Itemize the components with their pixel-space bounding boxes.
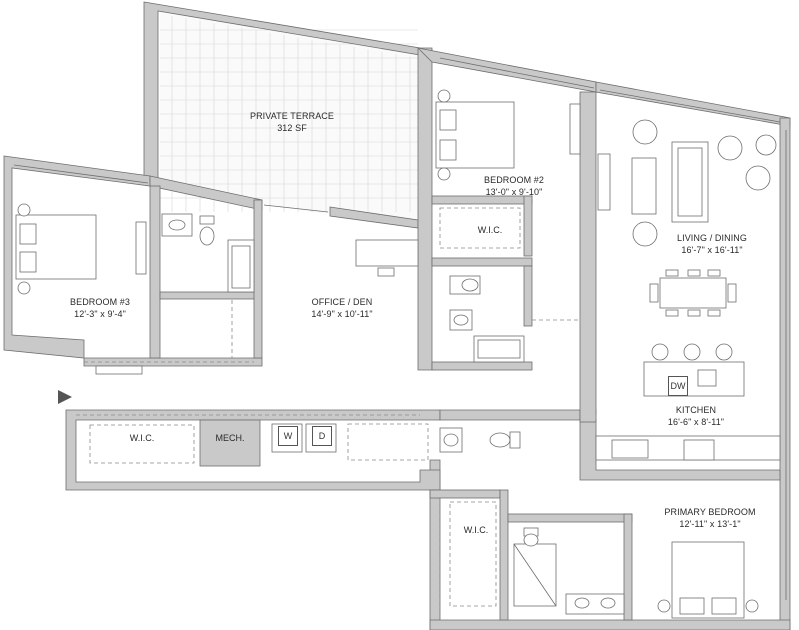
dishwasher: DW [668, 376, 688, 396]
office-dims: 14'-9" x 10'-11" [311, 309, 373, 319]
terrace-size: 312 SF [277, 123, 307, 133]
primary-bath-fixtures [513, 527, 625, 615]
bedroom-3-name: BEDROOM #3 [69, 297, 131, 307]
primary-bed [657, 541, 759, 619]
bedroom-2-furniture [435, 89, 581, 181]
living-furniture [597, 119, 777, 317]
tag-mech: MECH. [215, 433, 245, 443]
tag-wic-primary: W.I.C. [463, 525, 489, 535]
door-openings [76, 207, 597, 610]
tag-wic-bedroom-3: W.I.C. [129, 433, 155, 443]
office-furniture [355, 239, 419, 277]
bedroom-3-dims: 12'-3" x 9'-4" [74, 309, 126, 319]
primary-name: PRIMARY BEDROOM [664, 507, 756, 517]
room-label-living: LIVING / DINING 16'-7" x 16'-11" [677, 232, 747, 256]
bath-3-fixtures [161, 213, 255, 293]
kitchen-fixtures [595, 343, 781, 461]
entry-arrow [58, 390, 72, 404]
kitchen-dims: 16'-6" x 8'-11" [667, 417, 725, 427]
interior-walls [149, 91, 633, 621]
washer: W [278, 426, 298, 446]
primary-dims: 12'-11" x 13'-1" [679, 519, 741, 529]
laundry-and-bath [95, 365, 521, 453]
room-label-bedroom-2: BEDROOM #2 13'-0" x 9'-10" [484, 174, 544, 198]
room-label-bedroom-3: BEDROOM #3 12'-3" x 9'-4" [70, 296, 130, 320]
bedroom-2-name: BEDROOM #2 [483, 175, 545, 185]
room-label-office: OFFICE / DEN 14'-9" x 10'-11" [311, 296, 372, 320]
terrace-paving [160, 12, 418, 222]
living-name: LIVING / DINING [676, 233, 748, 243]
dryer: D [312, 426, 332, 446]
bedroom-3-furniture [15, 203, 147, 295]
room-label-kitchen: KITCHEN 16'-6" x 8'-11" [668, 404, 724, 428]
room-label-primary: PRIMARY BEDROOM 12'-11" x 13'-1" [664, 506, 755, 530]
office-name: OFFICE / DEN [311, 297, 373, 307]
windows [13, 57, 787, 600]
kitchen-name: KITCHEN [675, 405, 717, 415]
bedroom-2-dims: 13'-0" x 9'-10" [485, 187, 543, 197]
room-label-terrace: PRIVATE TERRACE 312 SF [250, 110, 334, 134]
living-dims: 16'-7" x 16'-11" [681, 245, 743, 255]
tag-wic-bedroom-2: W.I.C. [477, 225, 503, 235]
terrace-name: PRIVATE TERRACE [249, 111, 335, 121]
bath-2-fixtures [449, 275, 525, 363]
